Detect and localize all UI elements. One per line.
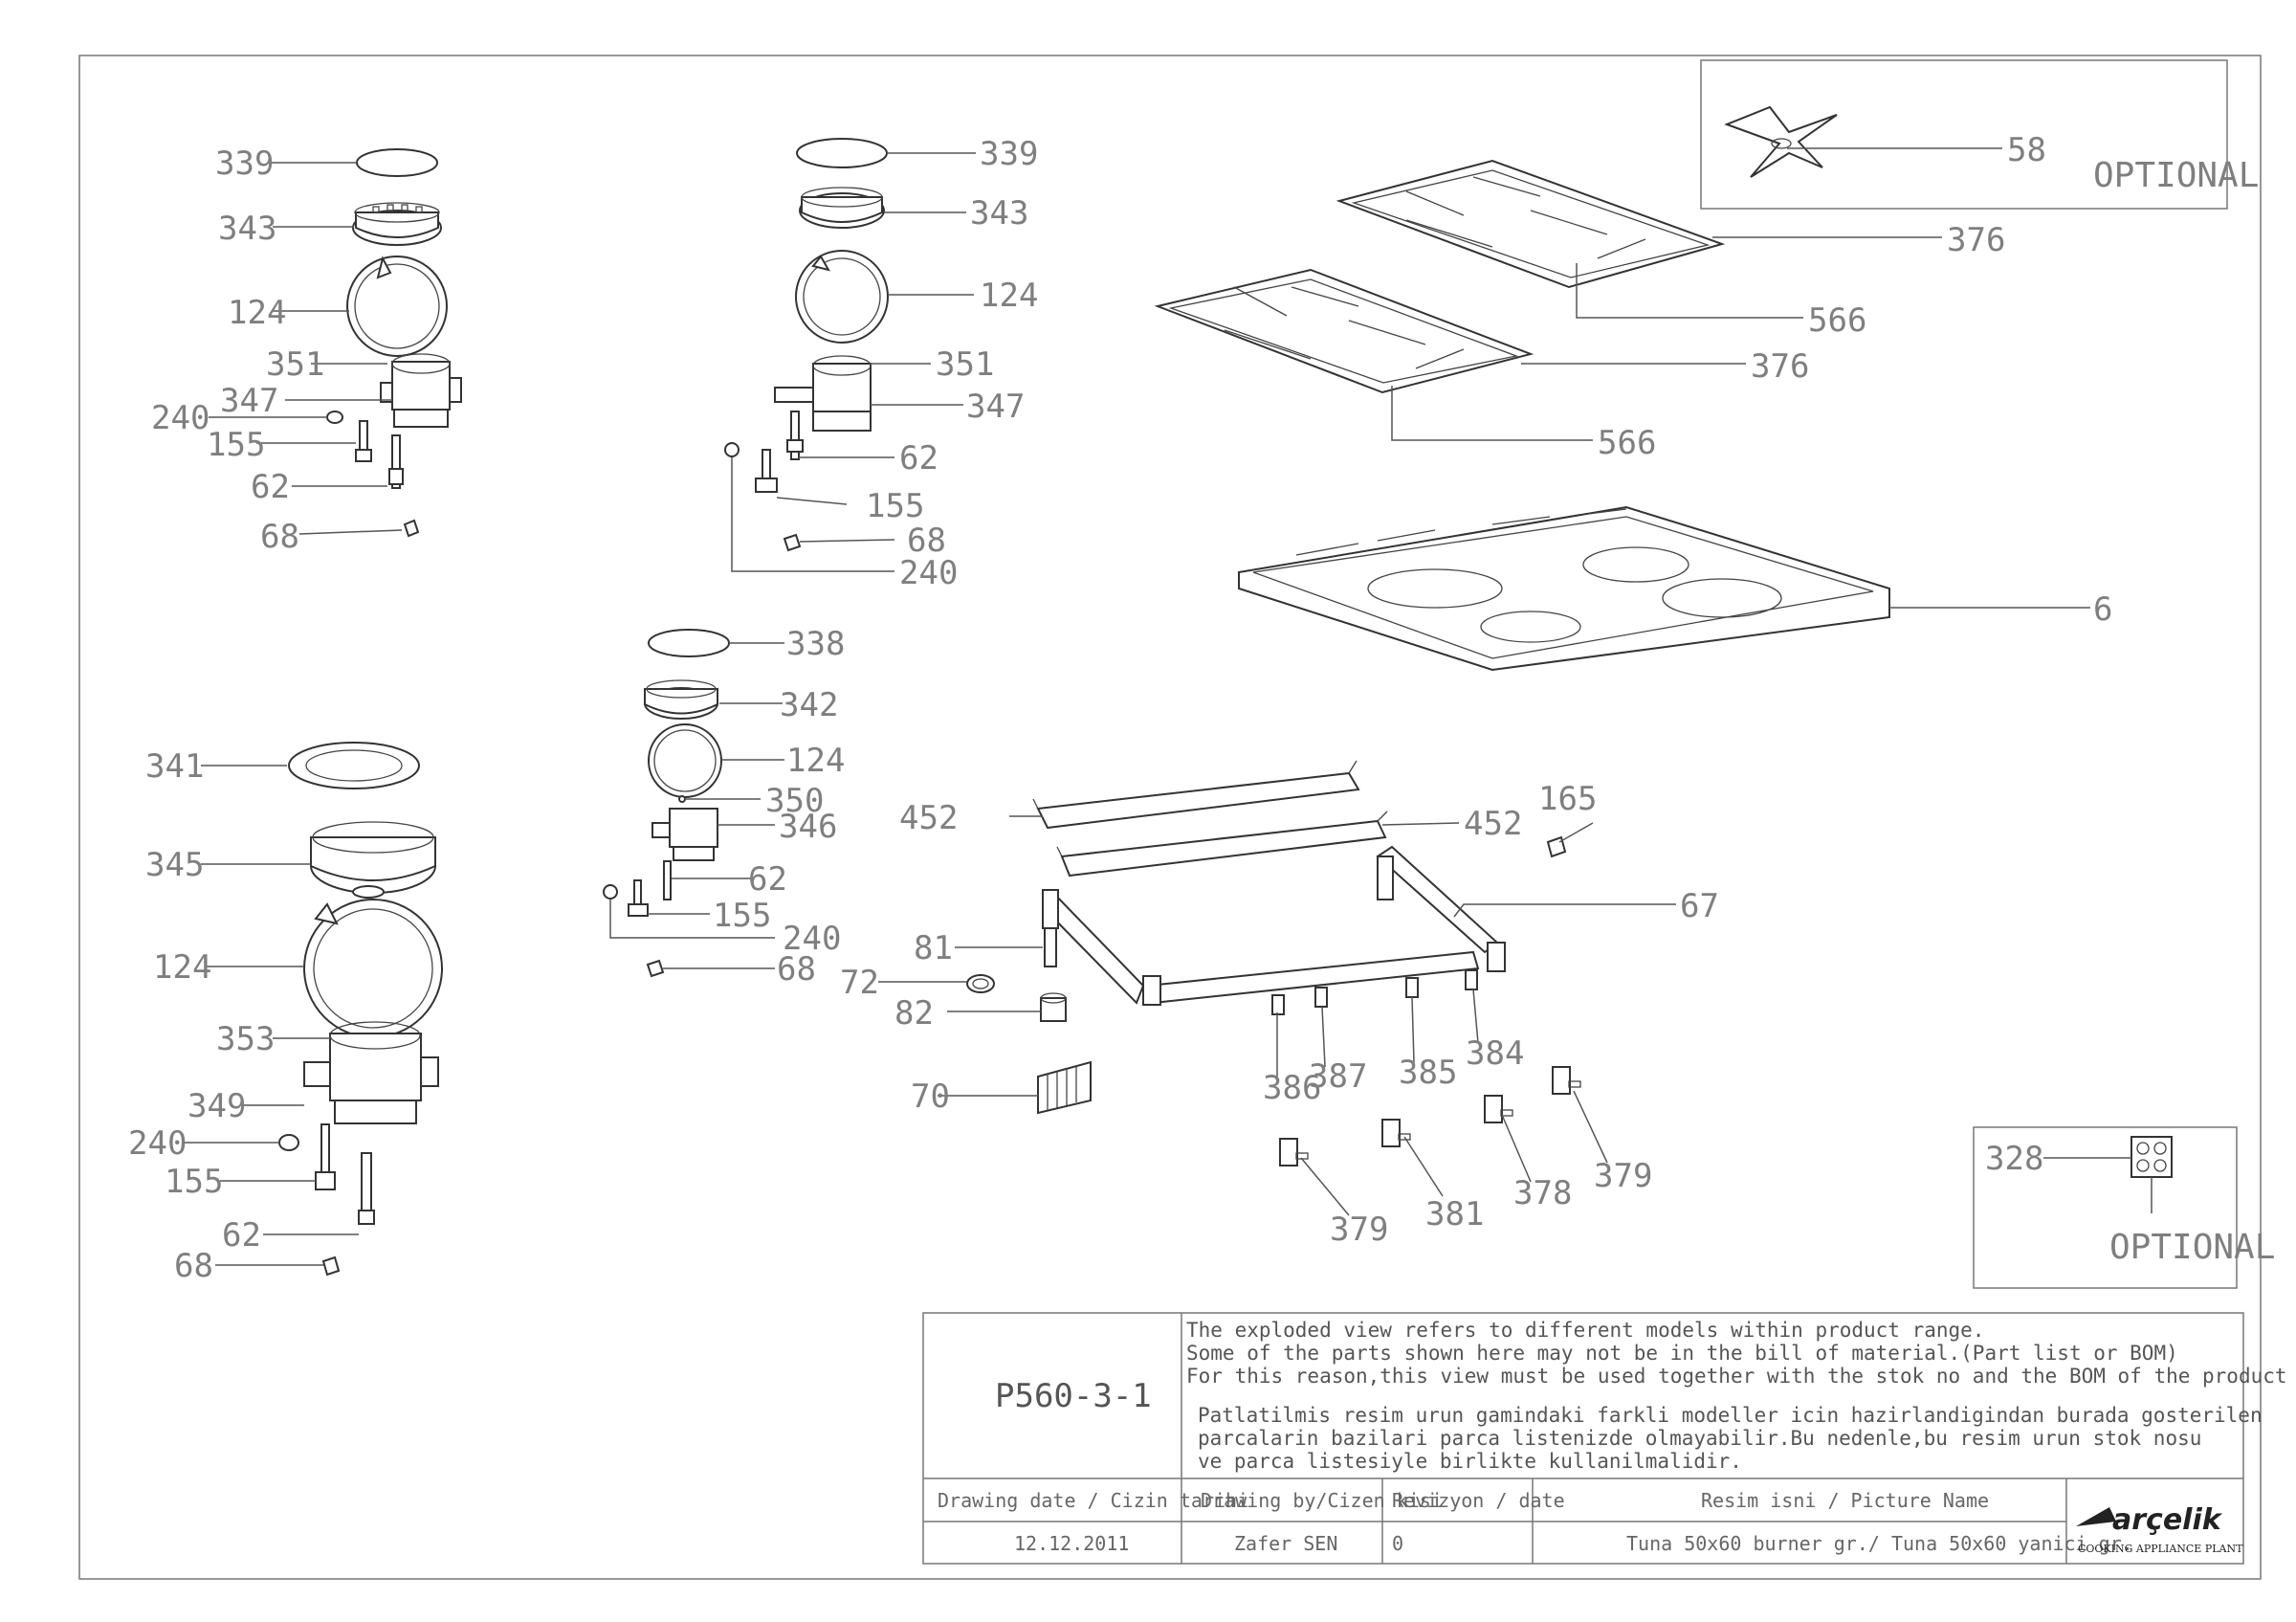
note-en-1: The exploded view refers to different mo… (1186, 1319, 1984, 1342)
hob-top (1238, 505, 1890, 672)
label-376: 376 (1947, 221, 2005, 259)
label-341: 341 (145, 747, 204, 786)
label-345: 345 (145, 846, 204, 884)
value-picture-name: Tuna 50x60 burner gr./ Tuna 50x60 yanici… (1626, 1532, 2133, 1555)
burner-group-large-left (278, 742, 443, 1277)
label-72: 72 (840, 964, 879, 1002)
label-124: 124 (153, 948, 211, 987)
label-240: 240 (899, 554, 958, 592)
label-381: 381 (1425, 1195, 1484, 1233)
label-452: 452 (1464, 805, 1522, 843)
drawing-frame (78, 55, 2262, 1580)
leader-lines (185, 147, 2152, 1266)
label-452: 452 (899, 799, 958, 837)
label-339: 339 (980, 135, 1038, 173)
label-343: 343 (218, 210, 276, 248)
header-drawing-by: Drawing by/Cizen kisi (1201, 1489, 1443, 1512)
label-62: 62 (251, 468, 290, 506)
part-labels: 339 343 124 351 347 240 155 62 68 339 34… (128, 131, 2275, 1285)
note-tr-2: parcalarin bazilari parca listenizde olm… (1198, 1427, 2201, 1450)
header-picture-name: Resim isni / Picture Name (1701, 1489, 1989, 1512)
label-351: 351 (936, 345, 994, 384)
label-347: 347 (220, 382, 278, 420)
label-124: 124 (786, 742, 845, 780)
label-68: 68 (260, 518, 299, 556)
label-124: 124 (228, 294, 286, 332)
label-62: 62 (899, 439, 938, 478)
header-revision: Revizyon / date (1392, 1489, 1565, 1512)
label-338: 338 (786, 625, 845, 663)
label-155: 155 (207, 426, 265, 464)
label-155: 155 (713, 897, 771, 935)
optional-box-328 (1973, 1126, 2238, 1289)
label-385: 385 (1399, 1054, 1457, 1092)
label-240: 240 (128, 1124, 187, 1163)
label-81: 81 (914, 929, 953, 967)
note-en-2: Some of the parts shown here may not be … (1186, 1342, 2178, 1365)
header-drawing-date: Drawing date / Cizin tarihi (938, 1489, 1248, 1512)
label-240: 240 (783, 920, 841, 958)
burner-group-small-middle (724, 138, 889, 552)
label-155: 155 (165, 1163, 223, 1201)
knob-switches (1279, 1066, 1581, 1167)
label-351: 351 (266, 345, 324, 384)
title-block: P560-3-1 The exploded view refers to dif… (922, 1312, 2287, 1565)
label-165: 165 (1538, 780, 1597, 818)
burner-group-small-centre (603, 629, 730, 978)
label-343: 343 (970, 194, 1028, 233)
brand-subtitle: COOKING APPLIANCE PLANT (2078, 1543, 2243, 1555)
label-349: 349 (188, 1087, 246, 1125)
label-342: 342 (780, 686, 838, 724)
label-339: 339 (215, 144, 274, 183)
label-376: 376 (1751, 347, 1809, 386)
label-70: 70 (911, 1078, 950, 1116)
label-62: 62 (748, 860, 787, 899)
label-566: 566 (1598, 424, 1656, 462)
label-240: 240 (151, 399, 210, 437)
label-350: 350 (765, 782, 824, 820)
note-tr-3: ve parca listesiyle birlikte kullanilmal… (1198, 1450, 1742, 1473)
label-82: 82 (894, 994, 934, 1033)
label-67: 67 (1680, 887, 1719, 925)
optional-label-top: OPTIONAL (2093, 156, 2259, 195)
label-378: 378 (1513, 1174, 1572, 1212)
label-6: 6 (2093, 590, 2112, 629)
value-drawing-by: Zafer SEN (1234, 1532, 1337, 1555)
label-68: 68 (174, 1247, 213, 1285)
gas-pipe-assembly (966, 760, 1567, 1115)
label-384: 384 (1466, 1034, 1524, 1073)
note-en-3: For this reason,this view must be used t… (1186, 1365, 2287, 1388)
label-155: 155 (866, 487, 924, 525)
label-346: 346 (779, 808, 837, 846)
value-drawing-date: 12.12.2011 (1014, 1532, 1129, 1555)
label-387: 387 (1309, 1057, 1367, 1096)
label-379: 379 (1594, 1157, 1652, 1195)
optional-box-58 (1700, 59, 2228, 210)
label-58: 58 (2007, 131, 2046, 169)
label-124: 124 (980, 277, 1038, 315)
label-379: 379 (1330, 1211, 1388, 1249)
label-328: 328 (1985, 1140, 2043, 1178)
note-tr-1: Patlatilmis resim urun gamindaki farkli … (1198, 1404, 2263, 1427)
value-revision: 0 (1392, 1532, 1403, 1555)
label-68: 68 (777, 950, 816, 989)
brand-logo: arçelik (2112, 1503, 2223, 1537)
brand-logo-mark (2076, 1507, 2116, 1526)
optional-label-bottom: OPTIONAL (2109, 1228, 2275, 1267)
label-62: 62 (222, 1216, 261, 1255)
label-566: 566 (1808, 301, 1866, 340)
drawing-code: P560-3-1 (995, 1377, 1152, 1415)
pan-supports (1154, 159, 1726, 394)
burner-group-small-left (326, 148, 462, 538)
label-353: 353 (216, 1020, 275, 1058)
label-386: 386 (1263, 1069, 1321, 1107)
label-68: 68 (907, 522, 946, 560)
label-347: 347 (966, 388, 1025, 426)
